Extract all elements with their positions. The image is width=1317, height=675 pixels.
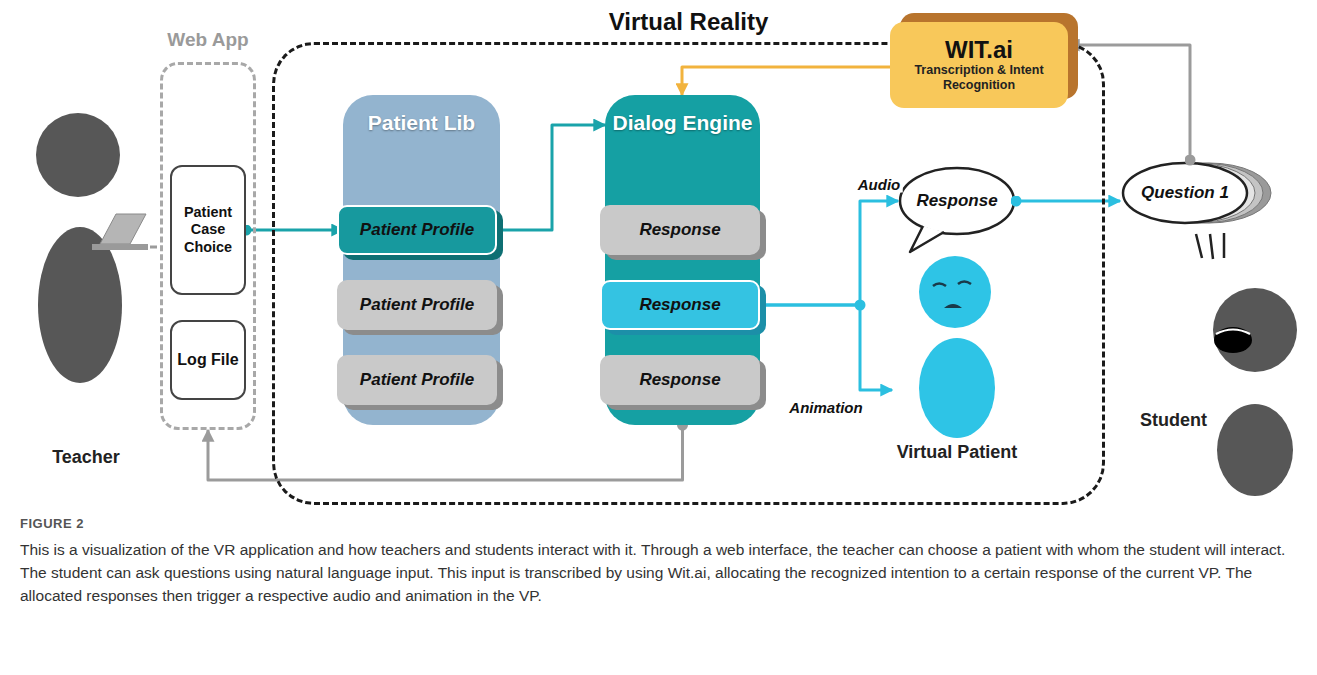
bubble-text: Response xyxy=(916,191,997,211)
service-description: Transcription & Intent Recognition xyxy=(900,63,1058,93)
card-label: Patient Profile xyxy=(360,370,474,390)
question-bubble: Question 1 xyxy=(1120,160,1250,226)
web-app-panel: Patient Case ChoiceLog FileWeb App xyxy=(160,62,256,430)
service-name: WIT.ai xyxy=(945,37,1013,63)
card-label: Response xyxy=(639,295,720,315)
card-label: Response xyxy=(639,220,720,240)
connector-arrow xyxy=(208,425,683,480)
dialog-engine: ResponseResponseResponseDialog Engine xyxy=(605,95,760,425)
vr-region: Patient ProfilePatient ProfilePatient Pr… xyxy=(272,42,1105,505)
connector-arrow xyxy=(150,246,160,249)
region-title: Virtual Reality xyxy=(275,8,1102,36)
card-label: Patient Profile xyxy=(360,295,474,315)
connector-arrow xyxy=(760,201,898,305)
service-box: WIT.aiTranscription & Intent Recognition xyxy=(890,22,1068,108)
speech-bubble: Response xyxy=(898,165,1016,237)
student-figure: Student xyxy=(1140,250,1310,505)
teacher-figure: Teacher xyxy=(22,100,150,470)
patient-library: Patient ProfilePatient ProfilePatient Pr… xyxy=(343,95,500,425)
process-box: Patient Case Choice xyxy=(170,165,246,295)
speech-bubble-shape xyxy=(900,168,1014,252)
container-title: Dialog Engine xyxy=(605,111,760,135)
response-card: Response xyxy=(600,280,760,330)
profile-card: Patient Profile xyxy=(337,205,497,255)
connector-arrow xyxy=(497,125,605,230)
bubble-text: Question 1 xyxy=(1141,183,1229,203)
connector-arrow xyxy=(760,305,892,390)
connector-arrow xyxy=(246,229,343,232)
actor-label: Teacher xyxy=(2,447,170,468)
connector-arrow xyxy=(682,67,890,95)
figure-number: FIGURE 2 xyxy=(20,516,84,531)
response-card: Response xyxy=(600,355,760,405)
profile-card: Patient Profile xyxy=(337,280,497,330)
container-title: Patient Lib xyxy=(343,111,500,135)
student-illustration xyxy=(1213,288,1297,496)
actor-label: Virtual Patient xyxy=(872,442,1042,463)
response-card: Response xyxy=(600,205,760,255)
card-label: Response xyxy=(639,370,720,390)
box-label: Log File xyxy=(177,350,238,369)
profile-card: Patient Profile xyxy=(337,355,497,405)
figure-caption: This is a visualization of the VR applic… xyxy=(20,538,1300,607)
process-box: Log File xyxy=(170,320,246,400)
question-stack xyxy=(1123,163,1271,259)
teacher-illustration xyxy=(36,113,148,383)
virtual-patient-figure: Virtual Patient xyxy=(892,250,1022,465)
panel-title: Web App xyxy=(149,29,267,51)
virtual-patient-illustration xyxy=(855,256,996,438)
connector-arrow xyxy=(1068,45,1190,160)
actor-label: Student xyxy=(1140,410,1207,431)
edge-label: Animation xyxy=(787,399,864,416)
edge-label: Audio xyxy=(856,176,903,193)
box-label: Patient Case Choice xyxy=(176,204,240,256)
card-label: Patient Profile xyxy=(360,220,474,240)
